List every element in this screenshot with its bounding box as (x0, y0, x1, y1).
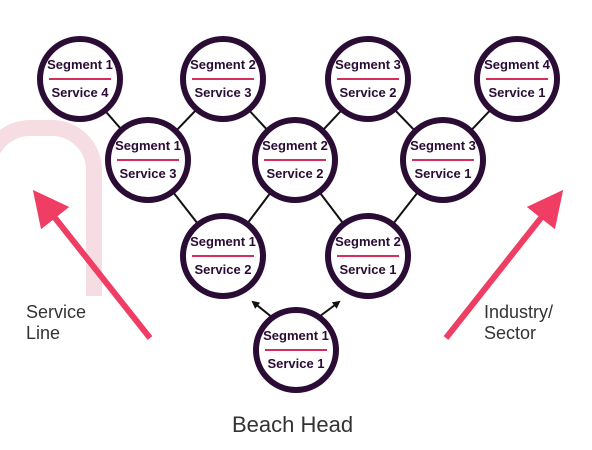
node-service-label: Service 4 (51, 85, 109, 100)
industry-sector-label: Industry/ Sector (484, 302, 554, 343)
node-divider (337, 255, 399, 257)
node-service-label: Service 1 (339, 262, 397, 277)
node-service-label: Service 1 (267, 356, 325, 371)
node-service-label: Service 3 (194, 85, 252, 100)
node-divider (117, 159, 179, 161)
service-line-arrow (32, 189, 153, 340)
node-service-label: Service 2 (339, 85, 397, 100)
node-segment4-service1: Segment 4 Service 1 (474, 36, 560, 122)
node-segment-label: Segment 1 (47, 57, 113, 72)
node-service-label: Service 2 (266, 166, 324, 181)
node-segment-label: Segment 2 (335, 234, 401, 249)
node-segment1-service1: Segment 1 Service 1 (253, 307, 339, 393)
node-service-label: Service 2 (194, 262, 252, 277)
node-segment-label: Segment 2 (262, 138, 328, 153)
node-divider (337, 78, 399, 80)
node-segment-label: Segment 1 (115, 138, 181, 153)
service-line-label: Service Line (26, 302, 87, 343)
node-segment2-service3: Segment 2 Service 3 (180, 36, 266, 122)
node-divider (486, 78, 548, 80)
node-segment-label: Segment 1 (263, 328, 329, 343)
node-segment1-service4: Segment 1 Service 4 (37, 36, 123, 122)
node-service-label: Service 1 (488, 85, 546, 100)
node-segment-label: Segment 3 (335, 57, 401, 72)
node-divider (412, 159, 474, 161)
node-segment2-service2: Segment 2 Service 2 (252, 117, 338, 203)
node-divider (49, 78, 111, 80)
beach-head-label: Beach Head (232, 412, 354, 437)
node-segment3-service2: Segment 3 Service 2 (325, 36, 411, 122)
node-service-label: Service 1 (414, 166, 472, 181)
node-segment3-service1: Segment 3 Service 1 (400, 117, 486, 203)
industry-sector-arrow (443, 189, 564, 340)
node-divider (265, 349, 327, 351)
node-divider (192, 255, 254, 257)
node-segment1-service3: Segment 1 Service 3 (105, 117, 191, 203)
node-divider (264, 159, 326, 161)
node-service-label: Service 3 (119, 166, 177, 181)
node-segment1-service2: Segment 1 Service 2 (180, 213, 266, 299)
node-segment-label: Segment 4 (484, 57, 550, 72)
node-segment-label: Segment 2 (190, 57, 256, 72)
node-divider (192, 78, 254, 80)
node-segment-label: Segment 1 (190, 234, 256, 249)
node-segment2-service1: Segment 2 Service 1 (325, 213, 411, 299)
node-segment-label: Segment 3 (410, 138, 476, 153)
